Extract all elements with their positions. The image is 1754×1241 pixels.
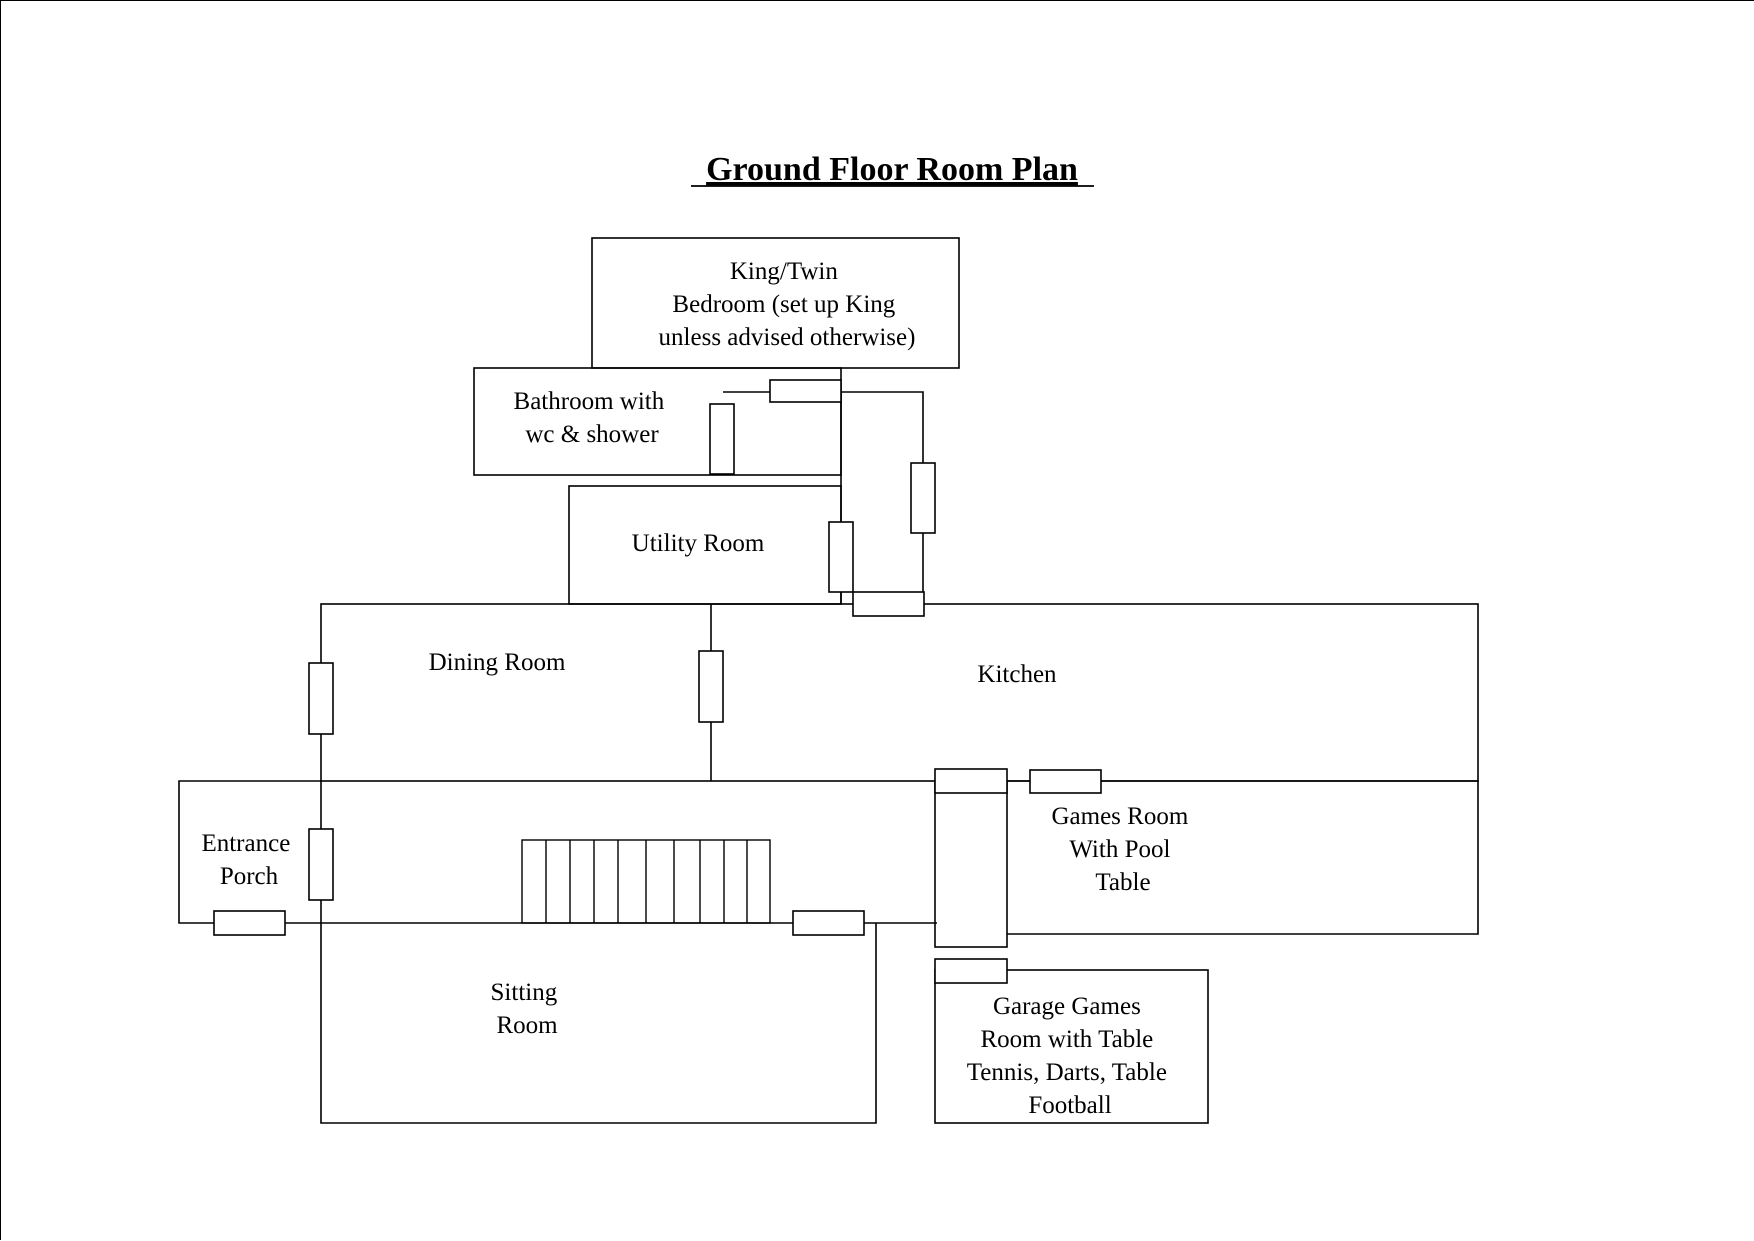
room-label-line: King/Twin [730, 258, 838, 285]
room-label-line: Room with Table [980, 1026, 1153, 1053]
staircase [521, 839, 771, 924]
room-label-line: Bedroom (set up King [672, 291, 895, 318]
sitting-room-outline [320, 923, 877, 1124]
room-label-line: Bathroom with [514, 388, 665, 415]
door-sitting-room [792, 910, 865, 936]
games-room-outline [1007, 780, 1479, 935]
room-label-line: Entrance [201, 830, 290, 857]
door-kitchen-hall [852, 591, 925, 617]
door-front-entrance [213, 910, 286, 936]
door-dining-kitchen [698, 650, 724, 723]
room-label-line: Table [1095, 869, 1150, 896]
room-label-bedroom: King/Twin Bedroom (set up King unless ad… [659, 258, 916, 351]
room-label-sitting-room: Sitting Room [491, 979, 564, 1039]
room-label-line: Garage Games [993, 993, 1141, 1020]
games-room-passage [934, 780, 1008, 948]
door-garage [934, 958, 1008, 984]
door-dining-side [308, 662, 334, 735]
room-label-garage-games-room: Garage Games Room with Table Tennis, Dar… [967, 993, 1173, 1119]
garage-games-room-outline [934, 969, 1209, 1124]
room-label-line: Porch [220, 863, 279, 890]
door-kitchen-games [1029, 769, 1102, 794]
page-title: Ground Floor Room Plan [706, 151, 1078, 188]
hallway-wall [723, 391, 924, 604]
room-label-line: wc & shower [525, 421, 659, 448]
room-label-dining-room: Dining Room [429, 649, 566, 676]
room-label-line: Kitchen [977, 661, 1057, 688]
room-label-line: Tennis, Darts, Table [967, 1059, 1167, 1086]
dining-kitchen-outline [320, 603, 1479, 782]
room-label-bathroom: Bathroom with wc & shower [514, 388, 671, 448]
door-bedroom [769, 379, 842, 403]
room-label-games-room: Games Room With Pool Table [1051, 803, 1194, 896]
door-games-room [934, 768, 1008, 794]
door-bathroom [709, 403, 735, 475]
room-label-line: Games Room [1051, 803, 1188, 830]
door-hallway [910, 462, 936, 534]
room-label-entrance-porch: Entrance Porch [201, 830, 296, 890]
room-label-kitchen: Kitchen [977, 661, 1057, 688]
room-label-line: unless advised otherwise) [659, 324, 916, 351]
room-label-line: Utility Room [632, 530, 765, 557]
room-label-line: Football [1028, 1092, 1111, 1119]
door-utility-room [828, 521, 854, 593]
door-entrance-porch [308, 828, 334, 901]
room-label-line: With Pool [1069, 836, 1170, 863]
room-label-utility-room: Utility Room [632, 530, 765, 557]
room-label-line: Room [496, 1012, 558, 1039]
room-label-line: Sitting [491, 979, 558, 1006]
room-label-line: Dining Room [429, 649, 566, 676]
